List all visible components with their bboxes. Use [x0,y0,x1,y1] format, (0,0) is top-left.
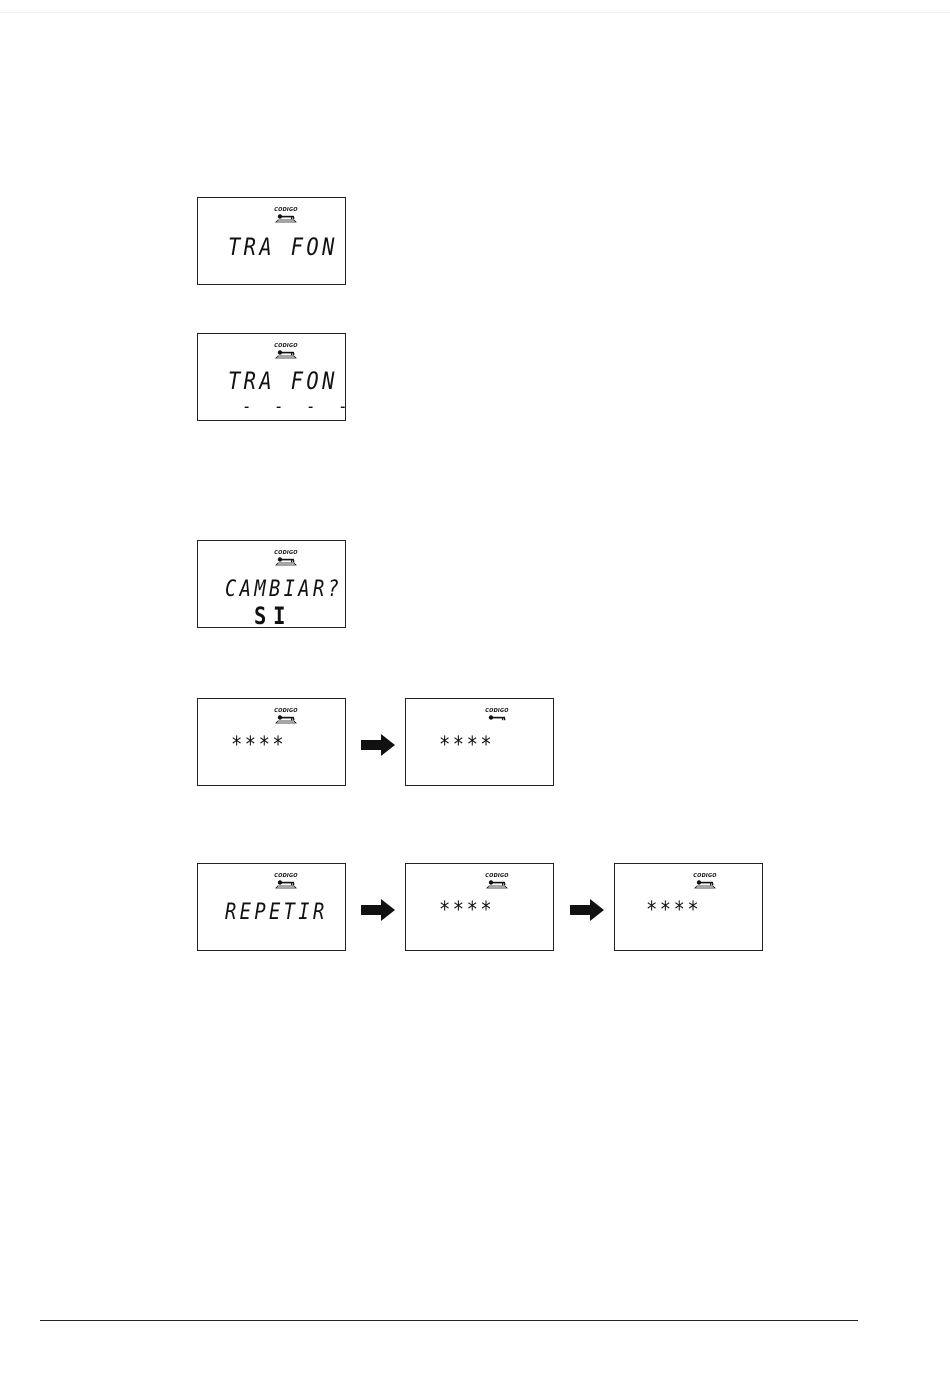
top-edge [0,12,950,13]
lcd-display-code-entry-blink: CODIGO **** [405,698,554,786]
key-icon [484,878,510,890]
right-arrow-icon [361,899,395,921]
codigo-indicator: CODIGO [273,343,299,361]
lcd-line-2: SI [254,603,292,629]
lcd-line-1: CAMBIAR? [225,577,342,603]
lcd-display-code-entry: CODIGO **** [197,698,346,786]
key-icon [273,878,299,890]
lcd-display-trafon-dashes: CODIGO TRA FON - - - - [197,333,346,421]
lcd-display-repeat-entry: CODIGO **** [405,863,554,951]
right-arrow-icon [570,899,604,921]
key-icon [273,212,299,224]
key-icon [273,348,299,360]
lcd-line-1: **** [439,898,494,924]
codigo-indicator: CODIGO [692,873,718,891]
lcd-line-1: TRA FON [228,368,338,394]
codigo-indicator: CODIGO [273,708,299,726]
lcd-line-1: TRA FON [228,234,338,260]
lcd-line-1: REPETIR [225,900,328,926]
key-icon [273,555,299,567]
key-icon [484,713,510,725]
codigo-indicator: CODIGO [484,873,510,891]
codigo-indicator: CODIGO [484,708,510,726]
lcd-line-1: **** [231,733,286,759]
lcd-display-cambiar: CODIGO CAMBIAR? SI [197,540,346,628]
footer-rule [40,1320,858,1321]
codigo-indicator: CODIGO [273,873,299,891]
lcd-line-1: **** [439,733,494,759]
lcd-line-1: **** [646,898,701,924]
key-icon [692,878,718,890]
lcd-display-repetir: CODIGO REPETIR [197,863,346,951]
codigo-indicator: CODIGO [273,207,299,225]
right-arrow-icon [361,734,395,756]
lcd-display-trafon: CODIGO TRA FON [197,197,346,285]
key-icon [273,713,299,725]
codigo-indicator: CODIGO [273,550,299,568]
lcd-display-repeat-confirm: CODIGO **** [614,863,763,951]
lcd-line-2: - - - - [242,394,354,420]
